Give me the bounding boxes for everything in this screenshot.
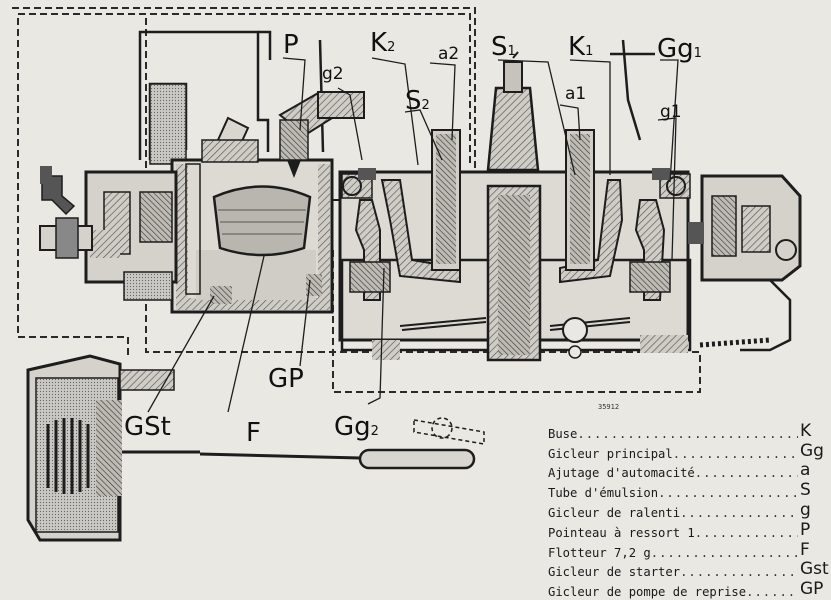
label-gg1-main: Gg	[657, 34, 694, 64]
float-chamber	[170, 90, 365, 314]
label-a1: a1	[565, 84, 587, 104]
leader-lines	[147, 57, 679, 413]
legend-name: Pointeau à ressort 1	[548, 525, 695, 540]
label-k1-sub: 1	[585, 44, 594, 59]
legend: Buse....................................…	[548, 421, 830, 599]
legend-code: Gst	[800, 559, 829, 580]
label-gg2-main: Gg	[334, 412, 371, 442]
legend-name: Gicleur principal	[548, 446, 673, 461]
label-k2-main: K	[370, 28, 388, 58]
legend-row: Tube d'émulsion.........................…	[548, 480, 830, 500]
legend-name: Flotteur 7,2 g	[548, 545, 651, 560]
drawing-serial: 35912	[598, 403, 619, 411]
legend-code: S	[800, 480, 811, 501]
legend-code: F	[800, 539, 810, 560]
label-gg2: Gg2	[334, 414, 379, 440]
label-k1: K1	[568, 34, 593, 60]
label-s2-main: S	[405, 86, 422, 116]
legend-code: g	[800, 499, 811, 520]
legend-name: Gicleur de pompe de reprise	[548, 585, 747, 600]
label-g2: g2	[322, 64, 344, 84]
legend-row: Ajutage d'automacité....................…	[548, 460, 830, 481]
label-gg1-sub: 1	[693, 46, 702, 61]
label-s2: S2	[405, 88, 430, 114]
starter-housing	[26, 354, 485, 542]
right-assembly	[688, 174, 802, 352]
legend-leader: ........................................	[658, 486, 798, 501]
label-k1-main: K	[568, 32, 586, 62]
label-a2: a2	[438, 44, 460, 64]
legend-code: GP	[800, 579, 824, 600]
legend-row: Gicleur de pompe de reprise.............…	[548, 579, 830, 599]
legend-name: Buse	[548, 426, 578, 441]
legend-leader: ........................................	[694, 466, 798, 481]
legend-name: Gicleur de starter	[548, 565, 681, 580]
label-g1: g1	[660, 102, 682, 122]
legend-name: Ajutage d'automacité	[548, 466, 695, 481]
legend-name: Gicleur de ralenti	[548, 505, 681, 520]
label-gst: GSt	[124, 412, 171, 442]
legend-leader: ........................................	[577, 426, 798, 441]
carburetor-body	[338, 51, 692, 362]
label-gg1: Gg1	[657, 36, 702, 62]
legend-leader: ........................................	[680, 565, 798, 580]
legend-row: Gicleur de ralenti......................…	[548, 500, 830, 520]
legend-code: K	[800, 420, 812, 441]
legend-code: P	[800, 519, 811, 540]
legend-leader: ........................................	[694, 525, 798, 540]
legend-row: Gicleur de starter......................…	[548, 559, 830, 580]
legend-name: Tube d'émulsion	[548, 486, 659, 501]
label-s1: S1	[491, 34, 516, 60]
legend-row: Pointeau à ressort 1....................…	[548, 520, 830, 540]
legend-row: Buse....................................…	[548, 421, 830, 441]
label-gg2-sub: 2	[370, 424, 379, 439]
label-k2-sub: 2	[387, 40, 396, 55]
label-s1-sub: 1	[507, 44, 516, 59]
legend-code: Gg	[800, 440, 824, 461]
label-f: F	[246, 418, 261, 448]
legend-leader: ........................................	[650, 545, 798, 560]
legend-leader: ........................................	[680, 505, 798, 520]
label-s1-main: S	[491, 32, 508, 62]
legend-code: a	[800, 460, 811, 481]
label-gp: GP	[268, 364, 304, 394]
intake-wall	[149, 83, 187, 165]
label-s2-sub: 2	[421, 98, 430, 113]
legend-row: Flotteur 7,2 g..........................…	[548, 540, 830, 560]
label-p: P	[283, 30, 299, 60]
legend-leader: ........................................	[746, 585, 798, 600]
legend-row: Gicleur principal.......................…	[548, 441, 830, 461]
legend-leader: ........................................	[672, 446, 798, 461]
starter-assembly	[39, 166, 178, 301]
label-k2: K2	[370, 30, 395, 56]
